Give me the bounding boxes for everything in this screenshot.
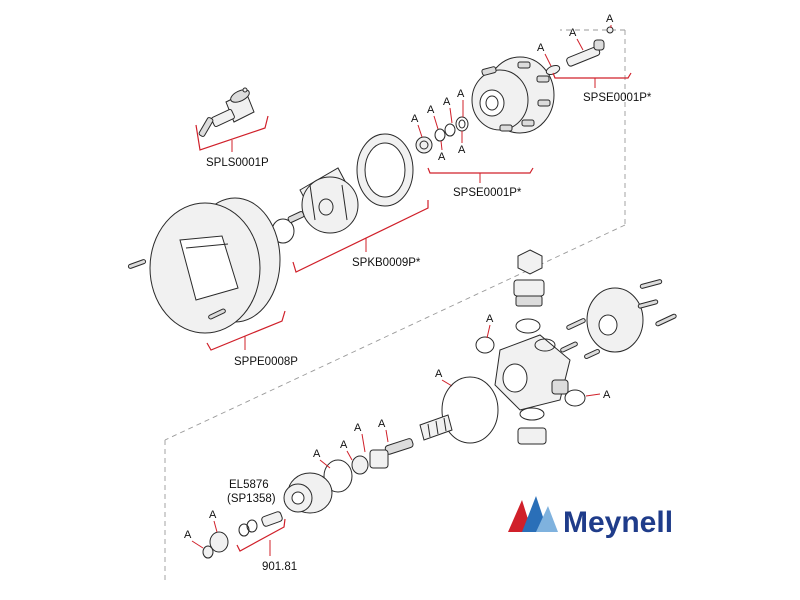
rear-plate	[560, 279, 677, 360]
marker-group-spindle: A A A A	[313, 418, 389, 469]
marker-a: A	[443, 96, 451, 108]
marker-a: A	[457, 88, 465, 100]
marker-a: A	[354, 422, 362, 434]
marker-a: A	[411, 113, 419, 125]
marker-a: A	[209, 509, 217, 521]
spse-mid-label: SPSE0001P*	[453, 187, 522, 199]
marker-a: A	[606, 13, 614, 25]
spls-label: SPLS0001P	[206, 157, 269, 169]
logo-text: Meynell	[563, 506, 673, 539]
p90181-bracket	[236, 518, 286, 552]
marker-a: A	[184, 529, 192, 541]
logo-light-shard	[536, 506, 558, 532]
sp1358-label: (SP1358)	[227, 493, 276, 505]
spkb-label: SPKB0009P*	[352, 257, 421, 269]
large-o-ring	[441, 376, 499, 444]
sppe-bracket	[206, 310, 286, 351]
dashed-boundary	[164, 29, 626, 580]
marker-a: A	[435, 368, 443, 380]
marker-a: A	[438, 151, 446, 163]
spse-top-bracket	[552, 72, 632, 79]
marker-group-body: A A A	[435, 313, 611, 401]
faceplate	[127, 197, 281, 334]
valve-housing	[471, 56, 555, 134]
marker-a: A	[486, 313, 494, 325]
spls-bracket	[195, 115, 269, 151]
marker-a: A	[458, 144, 466, 156]
cartridge-body	[271, 133, 414, 244]
brand-logo: Meynell	[508, 496, 673, 539]
marker-a: A	[313, 448, 321, 460]
shroud	[283, 472, 333, 514]
spse-mid-bracket	[427, 167, 534, 174]
marker-group-top: A A A	[537, 13, 614, 67]
marker-a: A	[603, 389, 611, 401]
lever-handle	[198, 87, 255, 137]
seal-set	[415, 116, 469, 154]
p90181-label: 901.81	[262, 561, 297, 573]
spindle-assembly	[545, 26, 614, 76]
marker-a: A	[427, 104, 435, 116]
thermostatic-spindle	[323, 414, 453, 493]
sppe-label: SPPE0008P	[234, 356, 298, 368]
marker-group-seals: A A A A A A	[411, 88, 466, 163]
marker-group-bottom: A A	[184, 509, 218, 549]
marker-a: A	[537, 42, 545, 54]
spse-top-label: SPSE0001P*	[583, 92, 652, 104]
mixing-valve-body	[475, 249, 586, 445]
marker-a: A	[340, 439, 348, 451]
marker-a: A	[378, 418, 386, 430]
spkb-bracket	[292, 200, 429, 273]
el5876-label: EL5876	[229, 479, 269, 491]
flow-insert	[202, 511, 283, 559]
marker-a: A	[569, 27, 577, 39]
